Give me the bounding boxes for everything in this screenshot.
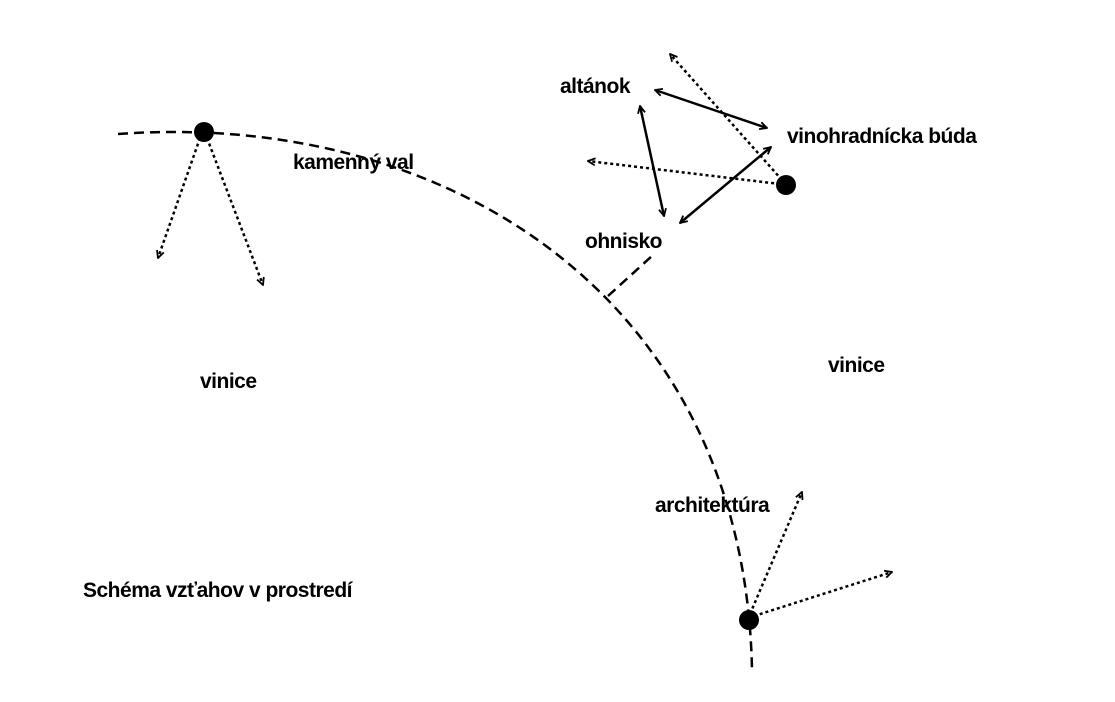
label-kamenny-val: kamenný val	[293, 151, 414, 174]
view-arrow	[205, 137, 263, 285]
label-vinice-right: vinice	[828, 354, 885, 377]
label-altanok: altánok	[560, 75, 631, 98]
firepit-connector	[607, 255, 653, 297]
label-vinice-left: vinice	[200, 370, 257, 393]
label-architektura: architektúra	[655, 494, 770, 517]
view-arrow	[748, 492, 802, 615]
node-wall	[194, 122, 214, 142]
label-ohnisko: ohnisko	[585, 230, 662, 253]
diagram-title: Schéma vzťahov v prostredí	[83, 579, 354, 602]
view-arrow	[588, 161, 781, 186]
view-arrow	[753, 572, 892, 618]
view-arrow	[158, 137, 202, 258]
node-buda	[776, 175, 796, 195]
stone-wall-curve	[117, 130, 754, 671]
arrow-altanok-buda	[655, 90, 767, 128]
arrow-ohnisko-buda	[680, 147, 771, 223]
arrow-altanok-ohnisko	[640, 106, 664, 216]
view-arrow	[670, 54, 783, 181]
node-architecture	[739, 610, 759, 630]
label-vinohradnicka-buda: vinohradnícka búda	[787, 125, 977, 148]
